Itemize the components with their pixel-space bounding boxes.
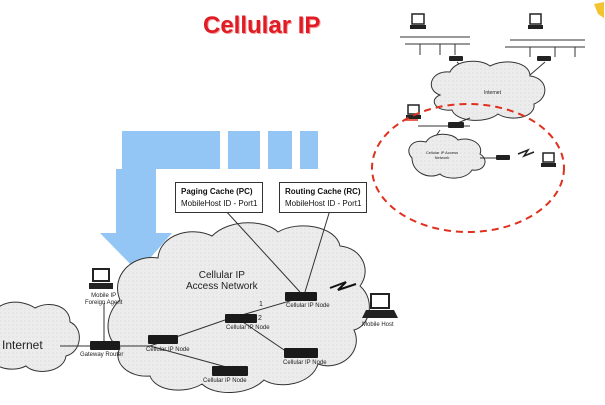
inset-internet-label: Internet [484,90,501,96]
corner-decoration [594,2,604,18]
cellular-ip-node-top-right-icon [285,292,317,301]
access-network-label: Cellular IP Access Network [186,270,258,292]
cellular-ip-node-left-label: Cellular IP Node [146,347,190,353]
paging-cache-entry: MobileHost ID - Port1 [181,199,258,208]
paging-cache-box: Paging Cache (PC) MobileHost ID - Port1 [175,182,264,213]
foreign-agent-computer-icon [89,268,113,289]
inset-router-icon [448,122,464,128]
cellular-ip-node-bottom-center-label: Cellular IP Node [203,378,247,384]
routing-cache-box: Routing Cache (RC) MobileHost ID - Port1 [279,182,368,213]
network-links [60,209,331,369]
gateway-router-label: Gateway Router [80,352,124,358]
cellular-ip-node-center-label: Cellular IP Node [226,325,270,331]
dashed-highlight-ellipse [371,103,565,233]
cellular-ip-node-bottom-right-label: Cellular IP Node [283,360,327,366]
page-title: Cellular IP [203,12,321,39]
mobile-host-laptop-icon [362,293,398,318]
routing-cache-entry: MobileHost ID - Port1 [285,199,362,208]
cellular-ip-node-left-icon [148,335,178,344]
routing-cache-title: Routing Cache (RC) [285,187,361,196]
port-1-label: 1 [259,301,263,308]
big-blue-arrow [100,131,318,272]
inset-router-icon [449,56,463,61]
cellular-ip-node-top-right-label: Cellular IP Node [286,303,330,309]
internet-cloud [0,301,80,372]
inset-mobile-host-icon [517,148,556,167]
inset-network [400,36,585,179]
inset-computer-icon [410,13,426,29]
cellular-ip-node-bottom-right-icon [284,348,318,358]
port-2-label: 2 [258,315,262,322]
gateway-router-icon [90,341,120,350]
inset-router-icon [537,56,551,61]
wireless-link-icon [329,281,357,291]
inset-computer-icon [528,13,543,29]
paging-cache-title: Paging Cache (PC) [181,187,253,196]
mobile-host-label: Mobile Host [362,322,394,328]
cellular-ip-node-bottom-center-icon [212,366,248,376]
inset-router-icon [496,155,510,160]
foreign-agent-label: Mobile IP Foreign Agent [85,293,123,306]
cellular-ip-node-center-icon [225,314,257,323]
inset-access-network-label: Cellular IP Access Network [425,150,459,160]
internet-label: Internet [2,338,43,352]
